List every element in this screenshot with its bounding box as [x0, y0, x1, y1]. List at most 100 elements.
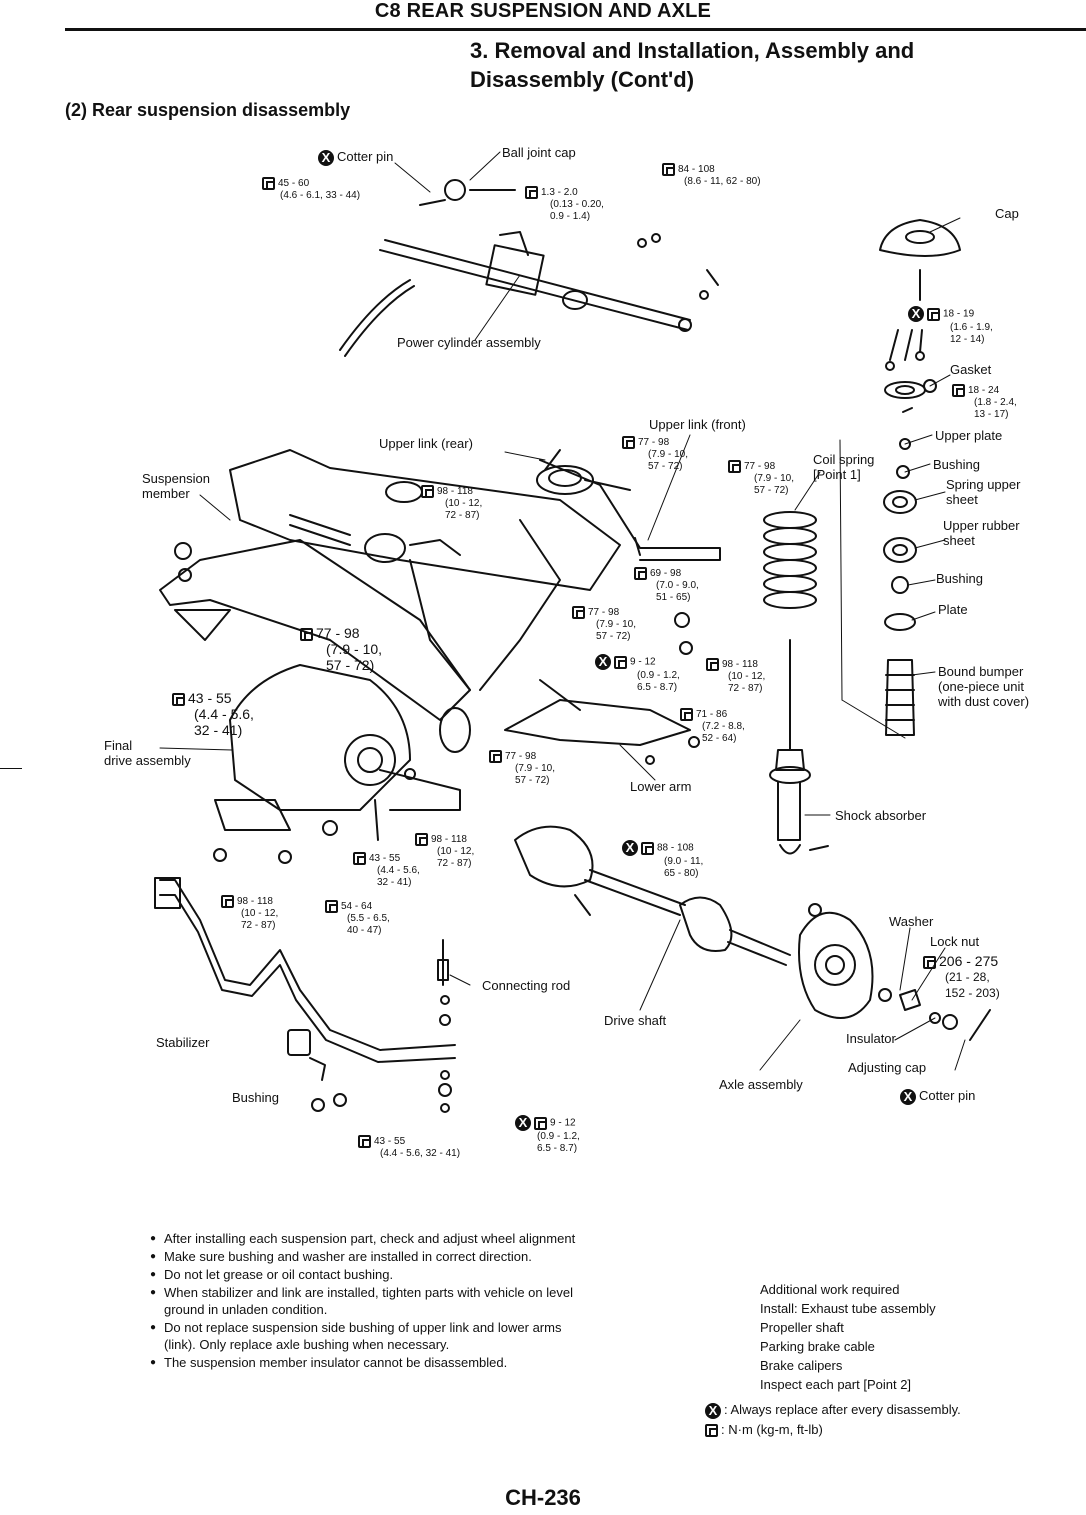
label-power-cylinder: Power cylinder assembly — [397, 335, 541, 350]
note-item: Do not let grease or oil contact bushing… — [150, 1266, 590, 1283]
torque-wrench-icon — [421, 485, 434, 498]
torque-wrench-icon — [662, 163, 675, 176]
torque-wrench-icon — [614, 655, 627, 669]
label-connecting-rod: Connecting rod — [482, 978, 571, 993]
torque-callout: 1.3 - 2.0(0.13 - 0.20,0.9 - 1.4) — [525, 186, 604, 223]
label-bushing-upper: Bushing — [933, 457, 980, 472]
torque-wrench-icon — [680, 708, 693, 721]
torque-callout: 43 - 55(4.4 - 5.6,32 - 41) — [172, 690, 254, 738]
torque-wrench-icon — [952, 384, 965, 397]
label-cap: Cap — [995, 206, 1019, 221]
torque-callout: 98 - 118(10 - 12,72 - 87) — [221, 895, 278, 932]
torque-callout: 77 - 98(7.9 - 10,57 - 72) — [572, 606, 636, 643]
additional-work-line: Inspect each part [Point 2] — [760, 1377, 912, 1392]
torque-callout: 43 - 55(4.4 - 5.6,32 - 41) — [353, 852, 420, 889]
torque-wrench-icon — [706, 658, 719, 671]
label-bushing-mid: Bushing — [936, 571, 983, 586]
torque-wrench-icon — [221, 895, 234, 908]
torque-callout: 84 - 108(8.6 - 11, 62 - 80) — [662, 163, 761, 188]
replace-icon: X — [705, 1402, 721, 1419]
lower-arm-drawing — [504, 679, 700, 765]
label-upper-plate: Upper plate — [935, 428, 1003, 443]
torque-wrench-icon — [705, 1424, 718, 1438]
replace-icon: X — [908, 306, 924, 322]
replace-icon: X — [622, 840, 638, 856]
torque-wrench-icon — [622, 436, 635, 449]
torque-wrench-icon — [300, 627, 313, 641]
note-item: After installing each suspension part, c… — [150, 1230, 590, 1247]
axle-assembly-drawing — [798, 903, 991, 1041]
label-ball-joint-cap: Ball joint cap — [502, 145, 576, 160]
header-rule — [65, 28, 1086, 31]
torque-wrench-icon — [641, 841, 654, 855]
upper-links-drawing — [539, 449, 721, 561]
additional-work-box: Additional work required Install: Exhaus… — [760, 1280, 936, 1394]
drive-shaft-drawing — [514, 825, 791, 966]
torque-callout: 77 - 98(7.9 - 10,57 - 72) — [489, 750, 555, 787]
additional-work-line: Parking brake cable — [760, 1339, 875, 1354]
torque-wrench-icon — [927, 307, 940, 321]
subsection-title: (2) Rear suspension disassembly — [65, 100, 351, 120]
torque-callout: 69 - 98(7.0 - 9.0,51 - 65) — [634, 567, 699, 604]
torque-callout: 43 - 55(4.4 - 5.6, 32 - 41) — [358, 1135, 460, 1160]
torque-wrench-icon — [325, 900, 338, 913]
torque-callout: 18 - 24(1.8 - 2.4,13 - 17) — [952, 384, 1017, 421]
torque-callout: 77 - 98(7.9 - 10,57 - 72) — [728, 460, 794, 497]
torque-callout: 98 - 118(10 - 12,72 - 87) — [706, 658, 765, 695]
additional-work-line: Propeller shaft — [760, 1320, 844, 1335]
note-item: Make sure bushing and washer are install… — [150, 1248, 590, 1265]
additional-work-heading: Additional work required — [760, 1282, 900, 1297]
shock-absorber-drawing — [769, 639, 829, 855]
label-coil-spring: Coil spring[Point 1] — [813, 452, 875, 482]
torque-wrench-icon — [415, 833, 428, 846]
torque-wrench-icon — [728, 460, 741, 473]
section-heading-line1: 3. Removal and Installation, Assembly an… — [470, 38, 915, 63]
coil-spring-drawing — [763, 511, 817, 609]
torque-wrench-icon — [923, 955, 936, 969]
torque-wrench-icon — [525, 186, 538, 199]
note-item: Do not replace suspension side bushing o… — [150, 1319, 590, 1353]
chapter-title: C8 REAR SUSPENSION AND AXLE — [374, 0, 712, 22]
torque-callout: 206 - 275(21 - 28,152 - 203) — [923, 953, 1000, 1001]
replace-icon: X — [515, 1115, 531, 1131]
connecting-rod-drawing — [437, 939, 452, 1113]
torque-wrench-icon — [353, 852, 366, 865]
page-number: CH-236 — [505, 1485, 581, 1510]
legend-replace: X: Always replace after every disassembl… — [705, 1400, 961, 1420]
notes-list: After installing each suspension part, c… — [150, 1230, 590, 1372]
torque-callout: 77 - 98(7.9 - 10,57 - 72) — [300, 625, 382, 673]
replace-icon: X — [900, 1088, 916, 1105]
torque-callout: 54 - 64(5.5 - 6.5,40 - 47) — [325, 900, 390, 937]
torque-wrench-icon — [489, 750, 502, 763]
note-item: The suspension member insulator cannot b… — [150, 1354, 590, 1371]
additional-work-line: Install: Exhaust tube assembly — [760, 1301, 936, 1316]
leader-lines — [159, 151, 966, 1071]
torque-wrench-icon — [262, 177, 275, 190]
legend-torque: : N·m (kg-m, ft-lb) — [705, 1420, 961, 1440]
additional-work-line: Brake calipers — [760, 1358, 843, 1373]
final-drive-drawing — [213, 664, 461, 864]
label-gasket: Gasket — [950, 362, 992, 377]
torque-callout: 98 - 118(10 - 12,72 - 87) — [415, 833, 474, 870]
label-lock-nut: Lock nut — [930, 934, 980, 949]
label-upper-link-rear: Upper link (rear) — [379, 436, 473, 451]
label-insulator: Insulator — [846, 1031, 896, 1046]
label-bushing-low: Bushing — [232, 1090, 279, 1105]
power-cylinder-drawing — [339, 179, 719, 357]
replace-icon: X — [318, 149, 334, 166]
label-washer: Washer — [889, 914, 934, 929]
upper-drive-shaft-drawing — [289, 514, 461, 563]
margin-mark — [0, 768, 22, 769]
